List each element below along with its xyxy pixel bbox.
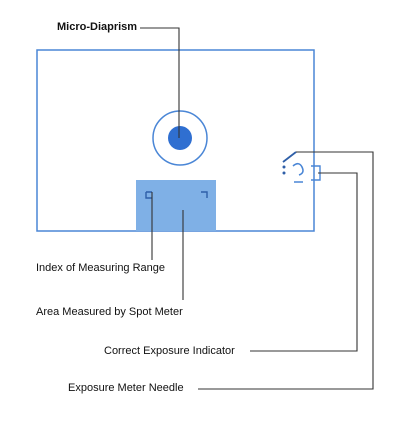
exposure-meter-needle (282, 151, 297, 163)
label-correct-exposure-indicator: Correct Exposure Indicator (104, 345, 235, 357)
label-index-of-measuring-range: Index of Measuring Range (36, 262, 166, 274)
spot-meter-area (136, 180, 216, 231)
label-area-measured-by-spot-meter: Area Measured by Spot Meter (36, 306, 183, 318)
leader-micro-diaprism (140, 27, 180, 138)
measuring-range-index-right (201, 191, 208, 198)
label-micro-diaprism: Micro-Diaprism (57, 21, 138, 33)
leader-correct-exposure (250, 172, 358, 352)
correct-exposure-indicator (292, 162, 304, 183)
microprism-ring (152, 110, 208, 166)
leader-exposure-needle (198, 151, 374, 390)
label-exposure-meter-needle: Exposure Meter Needle (68, 382, 184, 394)
microprism-spot (168, 126, 192, 150)
measuring-range-index-left (145, 191, 152, 199)
